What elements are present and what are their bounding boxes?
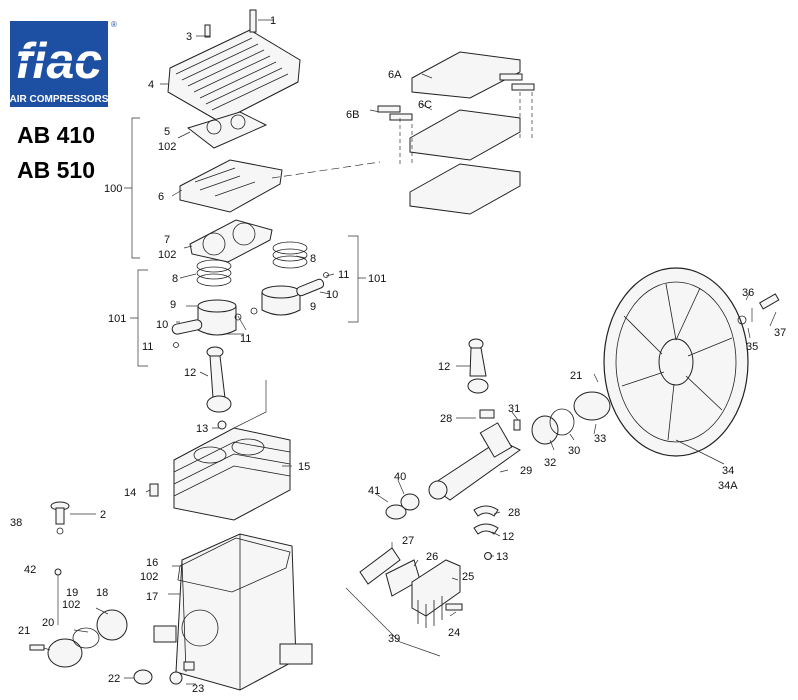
callout-31: 31 bbox=[508, 403, 520, 415]
callout-9: 9 bbox=[170, 299, 176, 311]
callout-19: 19 bbox=[66, 587, 78, 599]
callout-27: 27 bbox=[402, 535, 414, 547]
crankshaft bbox=[428, 391, 611, 501]
logo-tagline: AIR COMPRESSORS bbox=[10, 94, 109, 105]
crankcase bbox=[153, 533, 313, 691]
callout-12: 12 bbox=[438, 361, 450, 373]
callout-29: 29 bbox=[520, 465, 532, 477]
callout-7: 7 bbox=[164, 234, 170, 246]
callout-28: 28 bbox=[508, 507, 520, 519]
callout-102: 102 bbox=[140, 571, 158, 583]
callout-9: 9 bbox=[310, 301, 316, 313]
callout-100: 100 bbox=[104, 183, 122, 195]
callout-21: 21 bbox=[18, 625, 30, 637]
callout-labels: 1 3 4 5 102 100 6 7 102 8 8 9 9 10 10 11… bbox=[10, 15, 786, 695]
callout-6C: 6C bbox=[418, 99, 432, 111]
callout-102: 102 bbox=[158, 249, 176, 261]
callout-21: 21 bbox=[570, 370, 582, 382]
callout-18: 18 bbox=[96, 587, 108, 599]
crankcase-gasket-16 bbox=[177, 537, 291, 593]
oil-window bbox=[29, 568, 128, 668]
air-filter-assembly bbox=[345, 547, 463, 657]
callout-11: 11 bbox=[240, 333, 251, 345]
pistons bbox=[171, 272, 329, 348]
callout-5: 5 bbox=[164, 126, 170, 138]
seal-rings bbox=[385, 493, 420, 520]
callout-42: 42 bbox=[24, 564, 36, 576]
callout-2: 2 bbox=[100, 509, 106, 521]
callout-12: 12 bbox=[184, 367, 196, 379]
callout-37: 37 bbox=[774, 327, 786, 339]
piston-rings bbox=[196, 241, 308, 287]
callout-3: 3 bbox=[186, 31, 192, 43]
callout-17: 17 bbox=[146, 591, 158, 603]
callout-40: 40 bbox=[394, 471, 406, 483]
connecting-rod-left bbox=[206, 346, 232, 430]
callout-102: 102 bbox=[158, 141, 176, 153]
callout-102: 102 bbox=[62, 599, 80, 611]
callout-20: 20 bbox=[42, 617, 54, 629]
callout-11: 11 bbox=[142, 341, 153, 353]
callout-101: 101 bbox=[108, 313, 126, 325]
cylinder bbox=[149, 380, 291, 521]
group-bracket-101-left bbox=[130, 269, 148, 367]
callout-23: 23 bbox=[192, 683, 204, 695]
group-bracket-101-right bbox=[348, 235, 366, 323]
callout-36: 36 bbox=[742, 287, 754, 299]
callout-22: 22 bbox=[108, 673, 120, 685]
head-cover bbox=[167, 9, 301, 123]
callout-24: 24 bbox=[448, 627, 460, 639]
callout-13: 13 bbox=[496, 551, 508, 563]
registered-mark: ® bbox=[111, 20, 117, 29]
callout-8: 8 bbox=[310, 253, 316, 265]
callout-6B: 6B bbox=[346, 109, 359, 121]
callout-16: 16 bbox=[146, 557, 158, 569]
callout-11: 11 bbox=[338, 269, 349, 281]
callout-32: 32 bbox=[544, 457, 556, 469]
valve-plate-6 bbox=[179, 159, 283, 213]
model-title-2: AB 510 bbox=[17, 157, 95, 183]
callout-8: 8 bbox=[172, 273, 178, 285]
fiac-logo: fiac AIR COMPRESSORS ® bbox=[10, 20, 117, 107]
callout-28: 28 bbox=[440, 413, 452, 425]
callout-101: 101 bbox=[368, 273, 386, 285]
callout-15: 15 bbox=[298, 461, 310, 473]
callout-35: 35 bbox=[746, 341, 758, 353]
dipstick-breather bbox=[50, 501, 96, 535]
callout-14: 14 bbox=[124, 487, 136, 499]
callout-25: 25 bbox=[462, 571, 474, 583]
valve-plate-gasket-7 bbox=[189, 219, 273, 263]
callout-1: 1 bbox=[270, 15, 276, 27]
callout-6: 6 bbox=[158, 191, 164, 203]
head-gasket-5 bbox=[186, 111, 268, 149]
callout-30: 30 bbox=[568, 445, 580, 457]
callout-10: 10 bbox=[326, 289, 338, 301]
callout-10: 10 bbox=[156, 319, 168, 331]
callout-38: 38 bbox=[10, 517, 22, 529]
callout-39: 39 bbox=[388, 633, 400, 645]
valve-kit-exploded bbox=[271, 51, 535, 215]
callout-34: 34 bbox=[722, 465, 734, 477]
callout-13: 13 bbox=[196, 423, 208, 435]
model-title-1: AB 410 bbox=[17, 122, 95, 148]
callout-26: 26 bbox=[426, 551, 438, 563]
callout-41: 41 bbox=[368, 485, 380, 497]
callout-12: 12 bbox=[502, 531, 514, 543]
callout-6A: 6A bbox=[388, 69, 402, 81]
drain-plug bbox=[133, 661, 195, 685]
callout-33: 33 bbox=[594, 433, 606, 445]
callout-4: 4 bbox=[148, 79, 154, 91]
connecting-rod-right bbox=[467, 338, 489, 394]
group-bracket-100 bbox=[124, 117, 140, 259]
flywheel bbox=[603, 267, 780, 465]
callout-34A: 34A bbox=[718, 480, 738, 492]
